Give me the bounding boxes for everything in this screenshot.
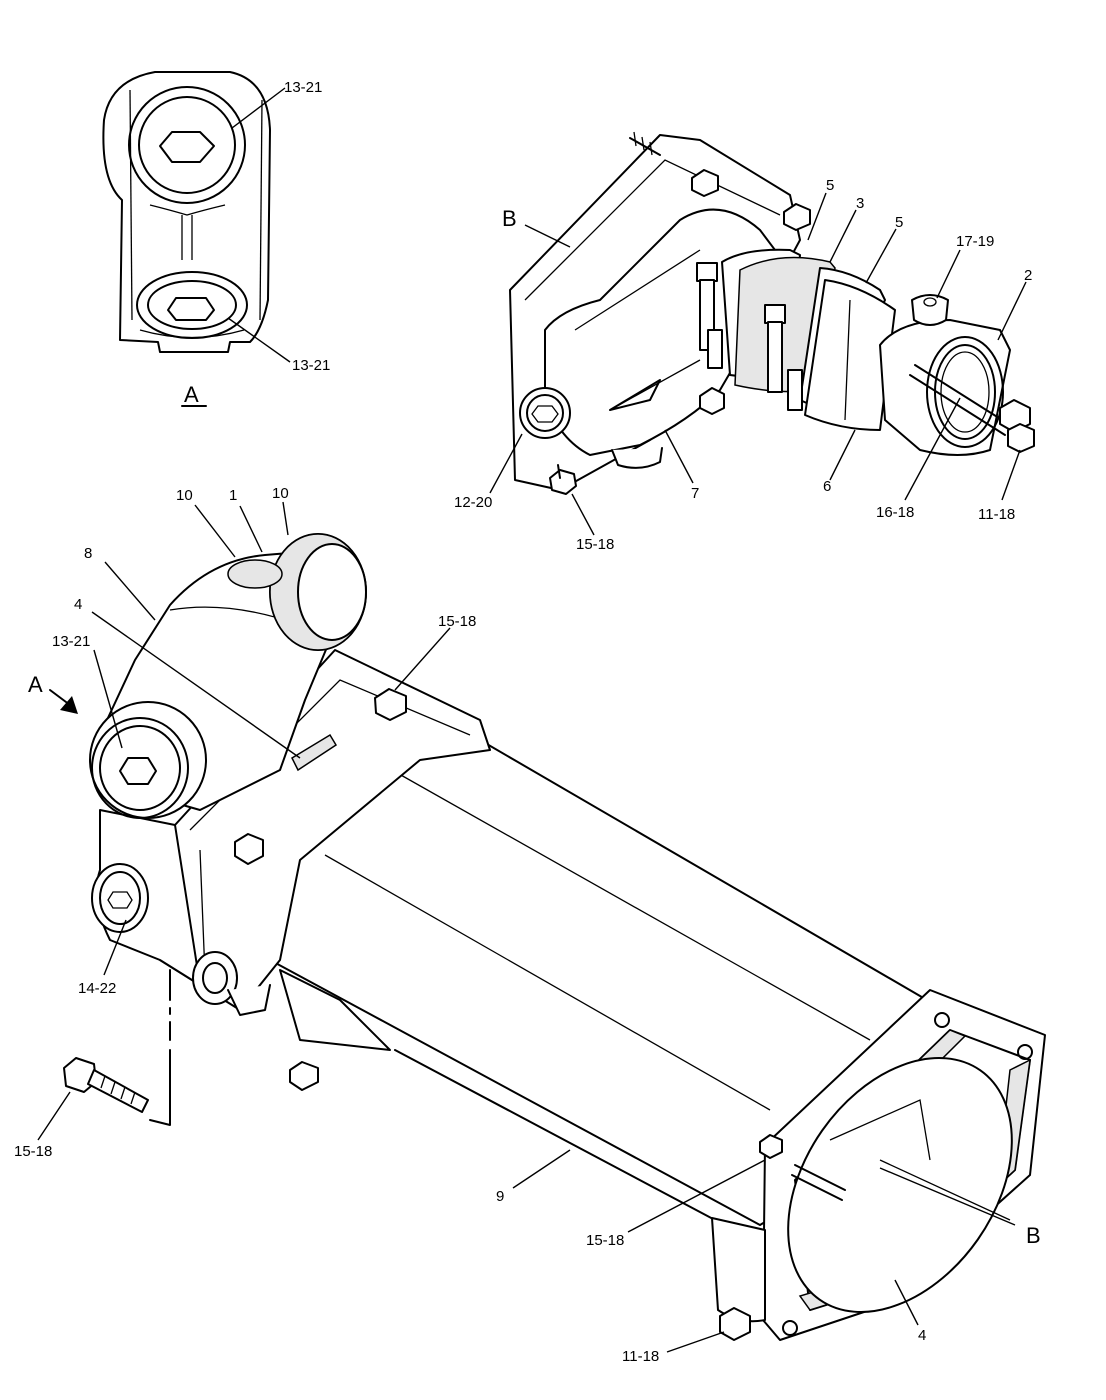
callout-14-22: 14-22: [78, 980, 116, 997]
callout-b-5b: 5: [895, 214, 903, 231]
hex-socket-icon: [119, 757, 157, 785]
callout-b-15-18: 15-18: [576, 536, 614, 553]
callout-1: 1: [229, 487, 237, 504]
callout-11-18: 11-18: [622, 1348, 659, 1365]
callout-a-13-21-bottom: 13-21: [292, 357, 330, 374]
callout-10-right: 10: [272, 485, 289, 502]
detail-a-view: 13-21 13-21 A: [102, 71, 330, 407]
callout-b-17-19: 17-19: [956, 233, 994, 250]
callout-15-18-bolt: 15-18: [14, 1143, 52, 1160]
callout-b-16-18: 16-18: [876, 504, 914, 521]
callout-b-11-18: 11-18: [978, 506, 1015, 523]
detail-b-view: 5 3 5 17-19 2 12-20 7 6 16-18 11-18 15-1…: [454, 131, 1035, 553]
callout-4-bottom: 4: [918, 1327, 926, 1344]
detail-b-title: B: [502, 206, 517, 231]
hex-socket-icon: [159, 131, 215, 163]
callout-b-7: 7: [691, 485, 699, 502]
hex-socket-icon: [167, 297, 215, 321]
callout-b-2: 2: [1024, 267, 1032, 284]
view-b-label: B: [1026, 1223, 1041, 1248]
callout-b-5a: 5: [826, 177, 834, 194]
view-a-arrow-label: A: [28, 672, 43, 697]
callout-15-18-bottom: 15-18: [586, 1232, 624, 1249]
detail-a-title: A: [184, 382, 199, 407]
callout-b-12-20: 12-20: [454, 494, 492, 511]
callout-9: 9: [496, 1188, 504, 1205]
callout-b-6: 6: [823, 478, 831, 495]
callout-10-left: 10: [176, 487, 193, 504]
callout-15-18-top: 15-18: [438, 613, 476, 630]
callout-13-21: 13-21: [52, 633, 90, 650]
callout-4-top: 4: [74, 596, 82, 613]
main-assembly-view: 10 1 10 8 4 15-18 13-21 A 14-22 15-18 9 …: [14, 485, 1046, 1365]
callout-8: 8: [84, 545, 92, 562]
callout-b-3: 3: [856, 195, 864, 212]
callout-a-13-21-top: 13-21: [284, 79, 322, 96]
